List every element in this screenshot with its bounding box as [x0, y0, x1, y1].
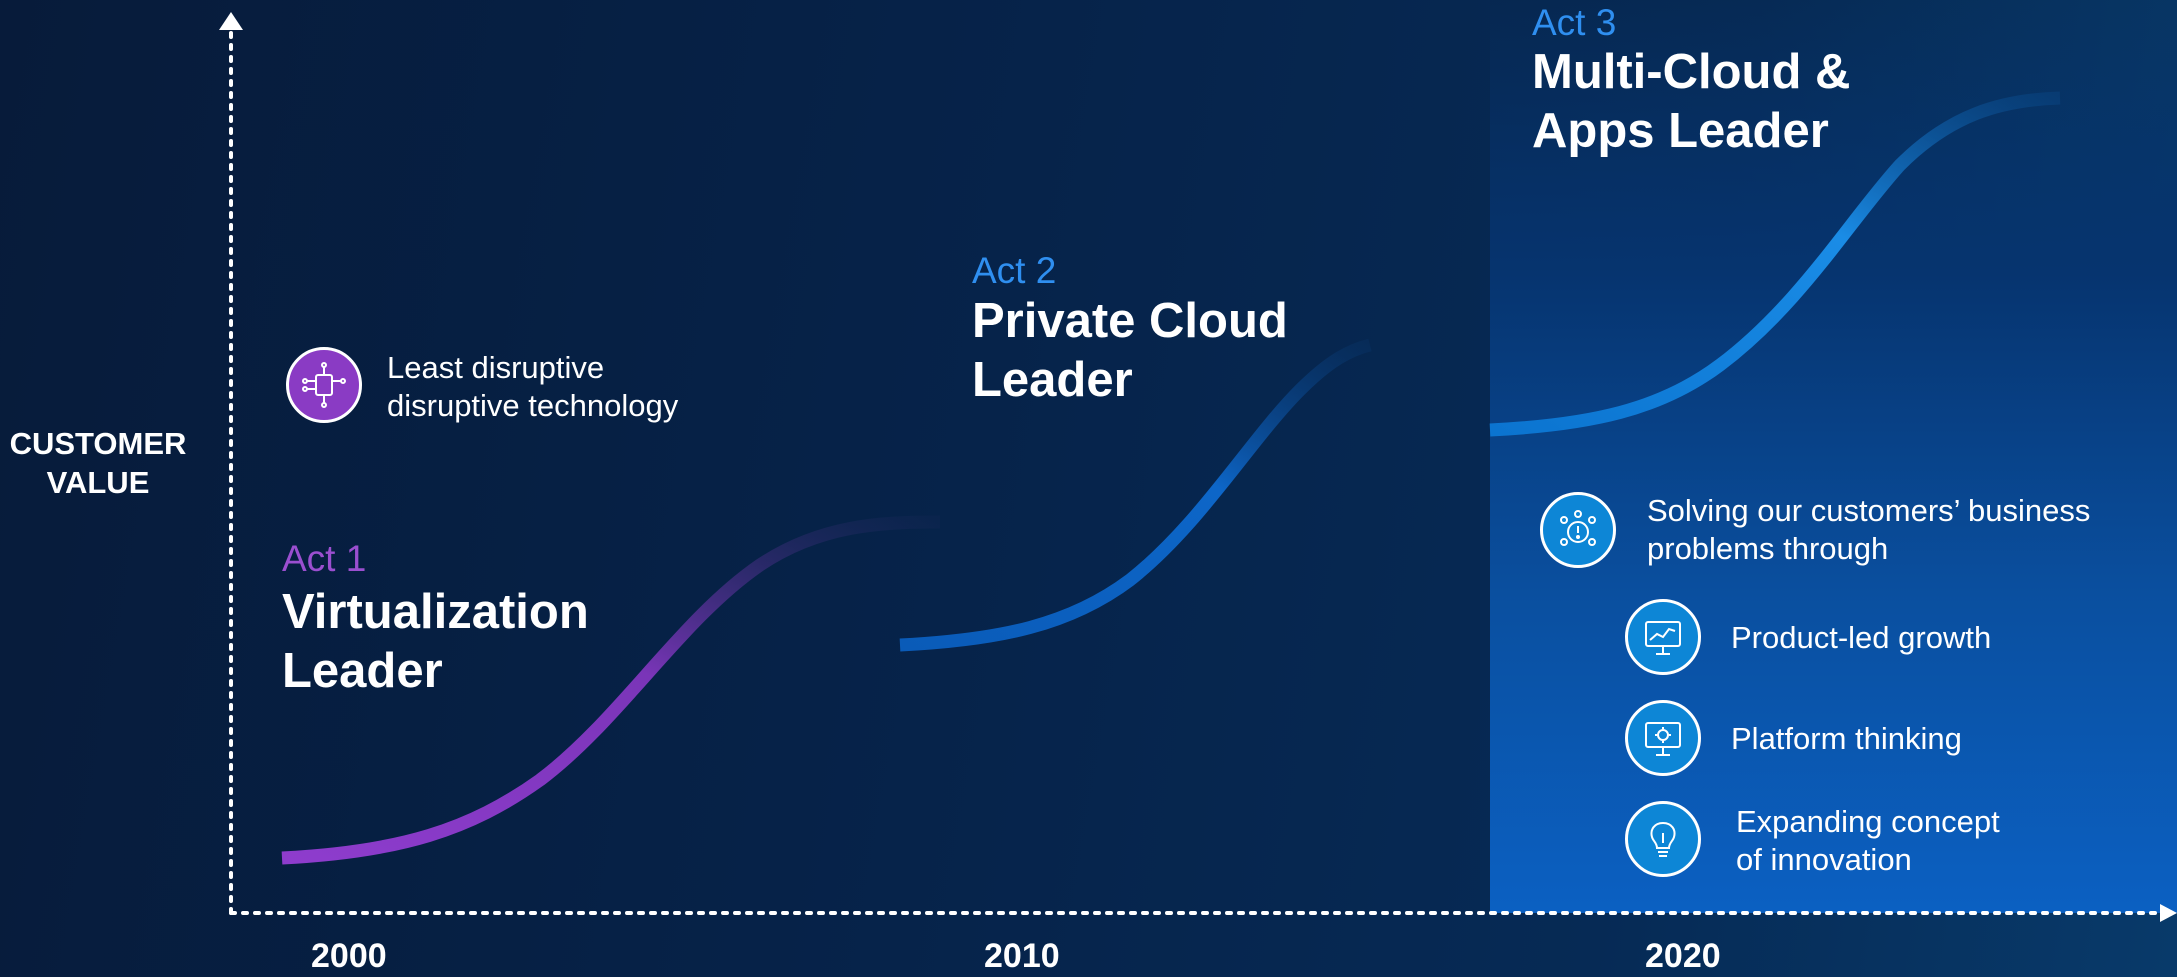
- circuit-icon: [302, 362, 346, 408]
- act3-panel: [1490, 0, 2177, 913]
- platform-thinking-icon: [1625, 700, 1701, 776]
- y-axis-arrow: [219, 12, 243, 30]
- act1-label: Act 1: [282, 538, 367, 579]
- lightbulb-icon: [1650, 821, 1676, 857]
- act1-note: Least disruptive disruptive technology: [387, 349, 678, 425]
- act2-title: Private Cloud Leader: [972, 292, 1288, 410]
- alert-network-icon: [1560, 510, 1596, 546]
- year-2000: 2000: [311, 937, 387, 975]
- act2-curve: [899, 338, 1372, 652]
- act3-title-line1: Multi-Cloud &: [1532, 45, 1851, 99]
- platform-thinking-label: Platform thinking: [1731, 721, 1962, 756]
- y-axis-label-line2: VALUE: [46, 465, 150, 500]
- innovation-label: Expanding concept of innovation: [1736, 803, 2000, 879]
- act3-title: Multi-Cloud & Apps Leader: [1532, 43, 1850, 161]
- act1-title-line1: Virtualization: [282, 585, 589, 639]
- monitor-chart-icon: [1645, 621, 1681, 655]
- product-led-label: Product-led growth: [1731, 620, 1992, 655]
- act1-note-line1: Least disruptive: [387, 350, 605, 385]
- y-axis-label: CUSTOMER VALUE: [0, 424, 196, 502]
- year-2020: 2020: [1645, 937, 1721, 975]
- year-2010: 2010: [984, 937, 1060, 975]
- innovation-label-line1: Expanding concept: [1736, 804, 2000, 839]
- monitor-gear-icon: [1645, 722, 1681, 756]
- product-led-icon: [1625, 599, 1701, 675]
- innovation-label-line2: of innovation: [1736, 842, 1912, 877]
- act1-title: Virtualization Leader: [282, 583, 589, 701]
- act3-title-line2: Apps Leader: [1532, 104, 1829, 158]
- act1-curve: [281, 515, 941, 865]
- act2-title-line2: Leader: [972, 353, 1133, 407]
- act1-title-line2: Leader: [282, 644, 443, 698]
- act1-note-icon: [286, 347, 362, 423]
- act1-note-line2: disruptive technology: [387, 388, 679, 423]
- y-axis-label-line1: CUSTOMER: [9, 426, 187, 461]
- act3-curve: [1489, 91, 2061, 437]
- act3-intro: Solving our customers’ business problems…: [1647, 492, 2090, 568]
- act3-intro-line1: Solving our customers’ business: [1647, 493, 2091, 528]
- act3-label: Act 3: [1532, 2, 1617, 43]
- act2-label: Act 2: [972, 250, 1057, 291]
- act3-intro-line2: problems through: [1647, 531, 1889, 566]
- act2-title-line1: Private Cloud: [972, 294, 1288, 348]
- act3-intro-icon: [1540, 492, 1616, 568]
- x-axis-arrow: [2160, 904, 2177, 922]
- innovation-icon: [1625, 801, 1701, 877]
